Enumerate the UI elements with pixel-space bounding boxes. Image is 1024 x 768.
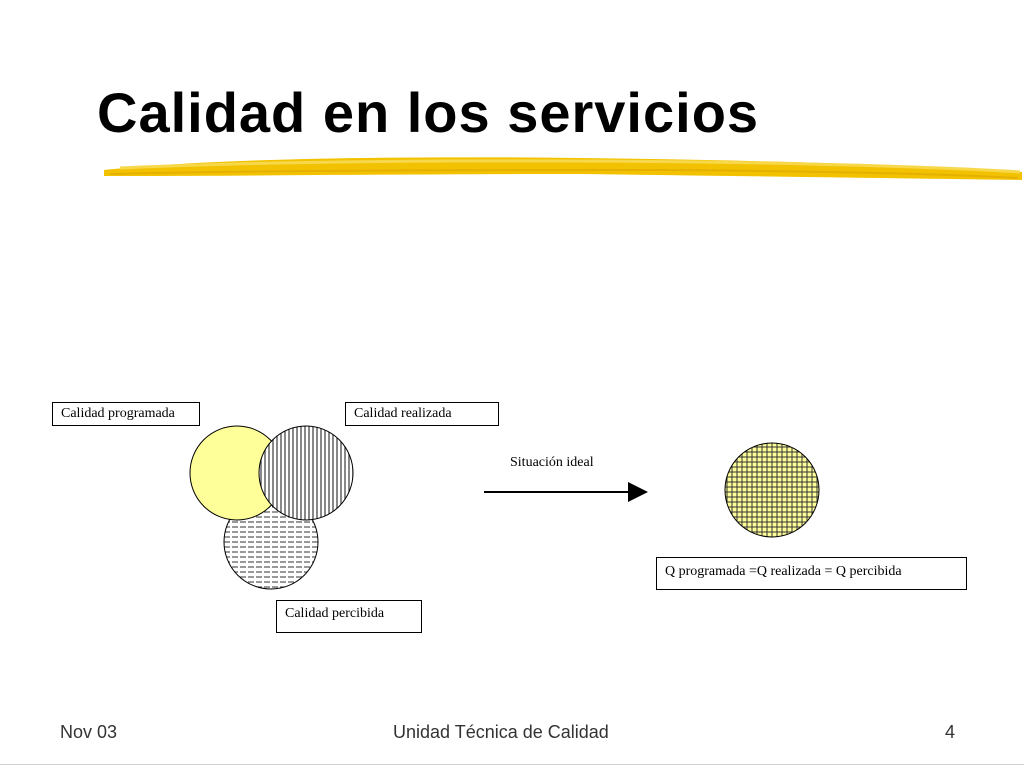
page-number: 4: [945, 722, 956, 742]
circle-calidad-realizada: [258, 425, 354, 521]
ideal-arrow-head: [628, 482, 648, 502]
label-calidad-realizada: Calidad realizada: [345, 402, 499, 426]
footer-organization: Unidad Técnica de Calidad: [393, 722, 609, 742]
slide-title: Calidad en los servicios: [97, 81, 760, 144]
label-situacion-ideal: Situación ideal: [510, 455, 594, 470]
title-underline-brushstroke: [104, 157, 1022, 180]
label-calidad-programada: Calidad programada: [52, 402, 200, 426]
circle-situacion-ideal: [724, 442, 820, 538]
footer-divider: [0, 764, 1024, 765]
footer-date: Nov 03: [60, 722, 118, 742]
label-calidad-percibida: Calidad percibida: [276, 600, 422, 633]
label-equation: Q programada =Q realizada = Q percibida: [656, 557, 967, 590]
